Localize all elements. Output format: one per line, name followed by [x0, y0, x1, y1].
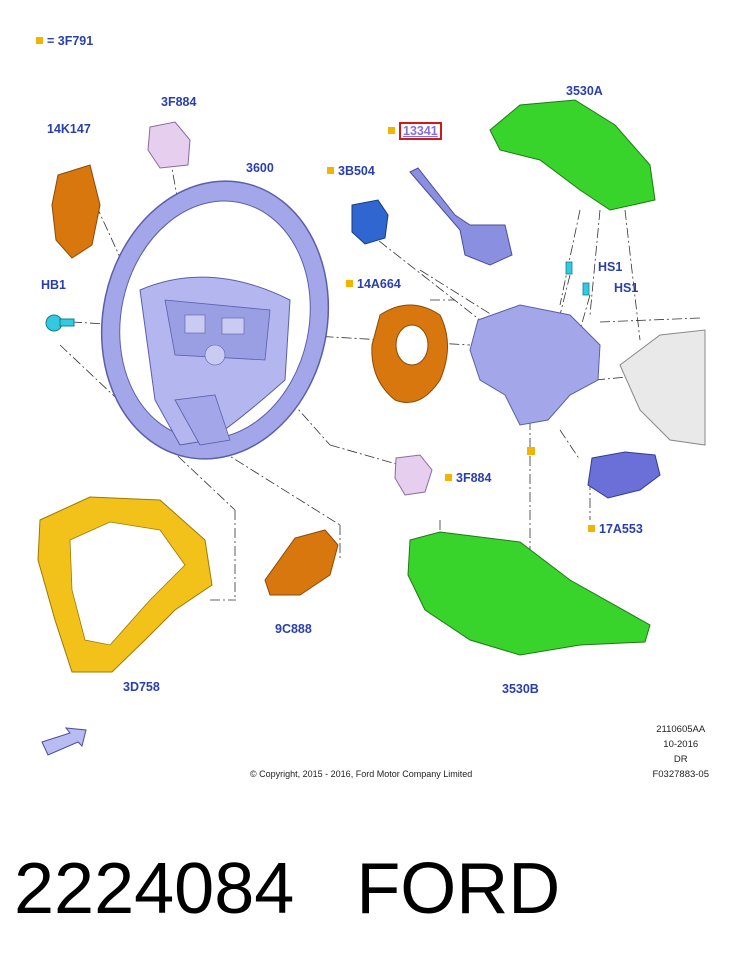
marker-icon [327, 167, 334, 174]
steering-wheel-3600 [100, 180, 330, 460]
label-3F884-mid-text: 3F884 [456, 471, 492, 485]
switch-housing [469, 304, 601, 426]
switch-13341 [409, 167, 513, 266]
ref-date: 10-2016 [663, 739, 699, 750]
ref-figure: F0327883-05 [652, 769, 709, 780]
switch-17A553 [587, 451, 661, 499]
clockspring-14A664 [371, 304, 448, 403]
exploded-parts-diagram [37, 99, 706, 756]
clip-3F884-top [147, 121, 191, 169]
label-14A664-text: 14A664 [357, 277, 401, 291]
label-3D758[interactable]: 3D758 [123, 680, 160, 694]
label-13341[interactable]: 13341 [388, 122, 442, 140]
ref-code: 2110605AA [656, 724, 706, 735]
module-3B504 [351, 199, 389, 245]
marker-icon [588, 525, 595, 532]
label-3B504[interactable]: 3B504 [327, 164, 375, 178]
legend: = 3F791 [36, 34, 93, 48]
legend-marker-icon [36, 37, 43, 44]
clip-3F884-mid [394, 454, 433, 496]
view-direction-arrow [41, 727, 87, 756]
label-HB1[interactable]: HB1 [41, 278, 67, 292]
label-3F884-top[interactable]: 3F884 [161, 95, 197, 109]
bolt-HB1 [45, 314, 75, 332]
marker-icon [346, 280, 353, 287]
ref-dr: DR [673, 754, 688, 765]
shroud-3530A [489, 99, 656, 211]
label-13341-text: 13341 [399, 122, 442, 140]
steering-column [619, 329, 706, 446]
label-9C888[interactable]: 9C888 [275, 622, 312, 636]
reference-block: 2110605AA 10-2016 DR F0327883-05 [652, 722, 709, 782]
label-3B504-text: 3B504 [338, 164, 375, 178]
label-17A553[interactable]: 17A553 [588, 522, 643, 536]
legend-text: = 3F791 [47, 34, 94, 48]
leader-lines [59, 156, 701, 650]
label-3600[interactable]: 3600 [246, 161, 274, 175]
marker-icon [388, 127, 395, 134]
label-HS1-b[interactable]: HS1 [614, 281, 639, 295]
brand-name: FORD [356, 849, 561, 929]
bezel-3D758 [37, 496, 213, 673]
marker-icon [445, 474, 452, 481]
switch-14K147 [51, 164, 101, 259]
copyright-text: © Copyright, 2015 - 2016, Ford Motor Com… [250, 769, 473, 779]
label-3F884-mid[interactable]: 3F884 [445, 471, 491, 485]
marker-squares [527, 447, 535, 455]
label-14A664[interactable]: 14A664 [346, 277, 401, 291]
label-14K147[interactable]: 14K147 [47, 122, 91, 136]
label-3530A[interactable]: 3530A [566, 84, 603, 98]
switch-9C888 [264, 529, 339, 596]
label-HS1-a[interactable]: HS1 [598, 260, 623, 274]
label-17A553-text: 17A553 [599, 522, 643, 536]
shroud-3530B [407, 531, 651, 656]
part-caption: 2224084 FORD [14, 848, 560, 930]
screws-HS1 [565, 261, 590, 296]
label-3530B[interactable]: 3530B [502, 682, 539, 696]
part-number: 2224084 [14, 849, 295, 929]
